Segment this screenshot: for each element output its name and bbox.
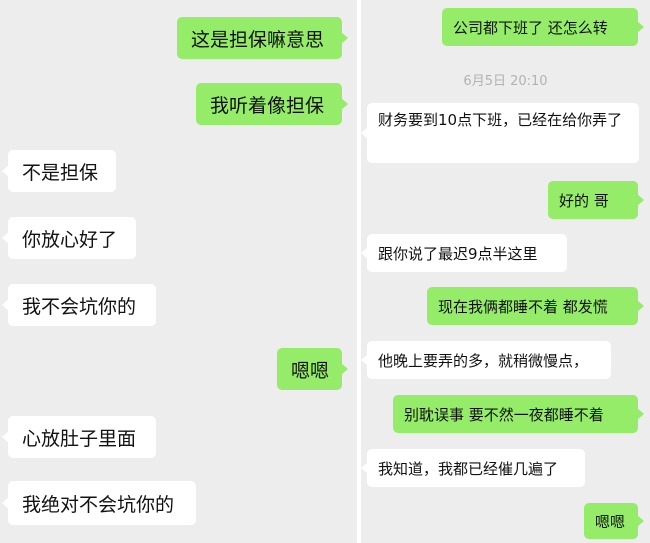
message-bubble-received[interactable]: 我不会坑你的 xyxy=(2,284,156,326)
chat-panel-right[interactable]: 公司都下班了 还怎么转 6月5日 20:10 财务要到10点下班，已经在给你弄了… xyxy=(361,0,650,543)
message-bubble-received[interactable]: 财务要到10点下班，已经在给你弄了 xyxy=(361,103,639,163)
message-bubble-received[interactable]: 不是担保 xyxy=(2,150,116,192)
chat-panel-left[interactable]: 这是担保嘛意思 我听着像担保 不是担保 你放心好了 我不会坑你的 嗯嗯 心放肚子… xyxy=(0,0,357,543)
message-timestamp: 6月5日 20:10 xyxy=(463,74,548,89)
message-bubble-sent[interactable]: 现在我俩都睡不着 都发慌 xyxy=(427,287,644,325)
message-bubble-sent[interactable]: 这是担保嘛意思 xyxy=(177,17,348,59)
message-bubble-sent[interactable]: 嗯嗯 xyxy=(584,503,644,539)
message-bubble-received[interactable]: 他晚上要弄的多，就稍微慢点， xyxy=(361,341,611,379)
message-bubble-sent[interactable]: 公司都下班了 还怎么转 xyxy=(442,8,644,46)
message-bubble-received[interactable]: 心放肚子里面 xyxy=(2,416,156,458)
message-bubble-sent[interactable]: 我听着像担保 xyxy=(196,83,348,125)
message-bubble-sent[interactable]: 好的 哥 xyxy=(548,181,644,219)
message-bubble-received[interactable]: 我知道，我都已经催几遍了 xyxy=(361,449,585,487)
message-bubble-sent[interactable]: 嗯嗯 xyxy=(277,348,348,390)
message-bubble-received[interactable]: 你放心好了 xyxy=(2,217,136,259)
message-bubble-sent[interactable]: 别耽误事 要不然一夜都睡不着 xyxy=(393,395,644,433)
message-bubble-received[interactable]: 跟你说了最迟9点半这里 xyxy=(361,234,567,272)
message-bubble-received[interactable]: 我绝对不会坑你的 xyxy=(2,481,196,525)
